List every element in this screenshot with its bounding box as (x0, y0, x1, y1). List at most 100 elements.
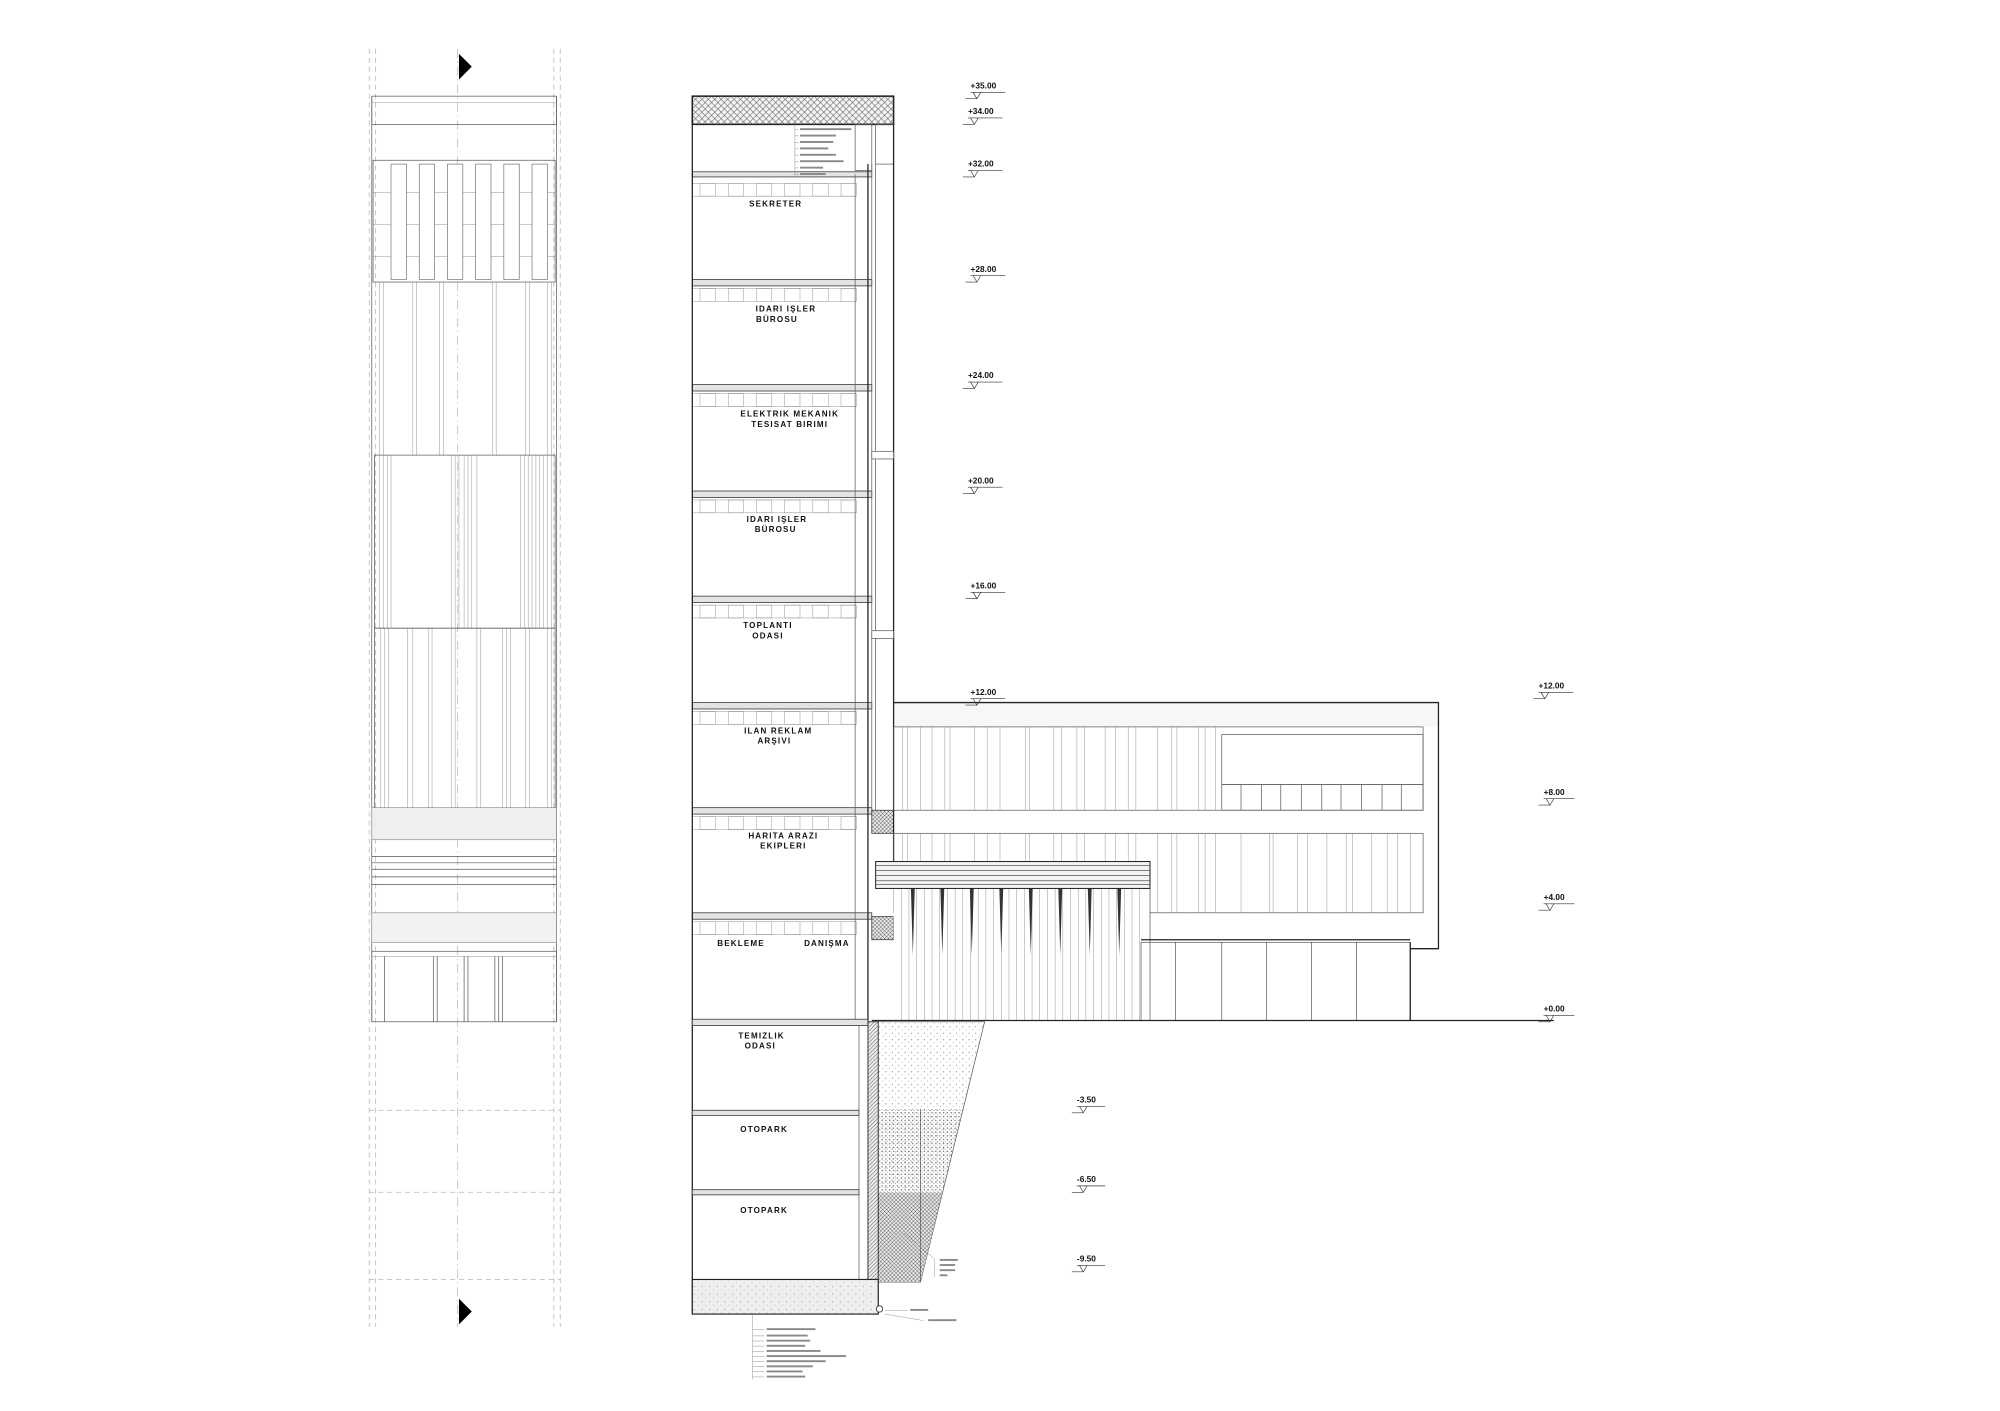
level-symbol-icon (1071, 1185, 1106, 1193)
level-marker: +24.00 (962, 370, 1003, 390)
level-label: +35.00 (971, 80, 997, 90)
suspended-ceiling-band (692, 183, 857, 197)
ceiling-panel (784, 921, 801, 935)
annotation-microtext (939, 1274, 948, 1277)
ceiling-panel (727, 288, 744, 302)
ceiling-panel (812, 604, 829, 619)
level-markers: +35.00 +34.00 +32.00 +28.00 +24.00 +20.0… (962, 80, 1575, 1273)
annotation-microtext (939, 1258, 958, 1261)
ceiling-panel (784, 816, 801, 830)
annotation-microtext (800, 173, 826, 175)
ceiling-panel (756, 288, 773, 302)
level-symbol-icon (1538, 798, 1575, 806)
level-marker: +20.00 (962, 475, 1003, 495)
ceiling-panel (756, 921, 773, 935)
facade-vent-panel (871, 630, 894, 639)
level-label: +28.00 (971, 264, 997, 274)
hanging-fin (1117, 888, 1122, 956)
ceiling-panel (840, 393, 857, 407)
level-symbol-icon (1071, 1106, 1106, 1114)
ceiling-panel (756, 604, 773, 619)
room-label: EKIPLERI (760, 842, 806, 851)
level-label: +12.00 (1538, 680, 1564, 690)
vertical-fin (418, 163, 435, 280)
level-label: +8.00 (1544, 787, 1565, 797)
level-symbol-icon (965, 698, 1006, 706)
ceiling-panel (784, 604, 801, 619)
annotation-microtext (766, 1370, 803, 1373)
ceiling-panel (840, 711, 857, 725)
room-label: TOPLANTI (743, 621, 792, 630)
room-label: ELEKTRIK MEKANIK (740, 410, 839, 419)
level-marker: -6.50 (1071, 1174, 1106, 1193)
basement-slab (691, 1109, 860, 1116)
ceiling-panel (699, 604, 716, 619)
annotation-microtext (766, 1334, 808, 1337)
ceiling-panel (727, 711, 744, 725)
ceiling-panel (784, 183, 801, 197)
section-cut-arrow-top-icon (458, 53, 472, 80)
annotation-microtext (800, 141, 834, 143)
ceiling-panel (784, 499, 801, 514)
room-label: ARŞIVI (757, 737, 791, 746)
hanging-fin (940, 888, 945, 956)
parapet-outer (875, 124, 894, 165)
podium-elevation (875, 701, 1440, 1021)
annotation-microtext (928, 1319, 957, 1322)
annotation-microtext (766, 1365, 813, 1368)
level-symbol-icon (962, 170, 1003, 178)
level-marker: +12.00 (965, 687, 1006, 706)
terrace-wall (1221, 734, 1424, 785)
ceiling-panel (812, 816, 829, 830)
hanging-fin (1058, 888, 1063, 956)
level-symbol-icon (962, 117, 1003, 125)
room-label: TESISAT BIRIMI (751, 420, 828, 429)
annotation-microtext (766, 1349, 821, 1352)
terrace-railing (1221, 784, 1424, 811)
structural-joint-block (871, 916, 894, 941)
room-label: SEKRETER (749, 199, 802, 208)
ceiling-panel (699, 816, 716, 830)
ceiling-panel (699, 183, 716, 197)
ceiling-panel (784, 393, 801, 407)
tower-section (691, 95, 895, 1315)
facade-glazing-panel (374, 627, 556, 811)
facade-spandrel-band (371, 912, 557, 943)
ceiling-panel (840, 288, 857, 302)
structural-joint-block (871, 809, 894, 834)
ceiling-panel (812, 711, 829, 725)
soil-gravel-fill (878, 1192, 943, 1283)
level-label: -3.50 (1077, 1095, 1096, 1105)
ceiling-panel (812, 393, 829, 407)
level-label: +24.00 (968, 370, 994, 380)
level-label: +0.00 (1544, 1004, 1565, 1014)
vertical-fin (475, 163, 492, 280)
facade-vent-panel (871, 450, 894, 460)
level-symbol-icon (962, 381, 1003, 390)
level-marker: +16.00 (965, 580, 1006, 600)
room-label: OTOPARK (740, 1206, 788, 1215)
level-label: -9.50 (1077, 1254, 1096, 1264)
annotation-microtext (800, 134, 836, 137)
annotation-microtext (800, 160, 844, 163)
hanging-fin (1087, 888, 1092, 956)
level-marker: +28.00 (965, 264, 1006, 283)
level-marker: +0.00 (1538, 1004, 1575, 1023)
hanging-fin (969, 888, 974, 956)
room-label: TEMIZLIK (738, 1031, 784, 1040)
floor-slab (691, 279, 873, 287)
facade-spandrel-band (371, 807, 557, 841)
annotation-microtext (766, 1344, 806, 1347)
ceiling-panel (840, 183, 857, 197)
level-marker: -9.50 (1071, 1254, 1106, 1273)
room-label: BEKLEME (717, 939, 765, 948)
suspended-ceiling-band (692, 499, 857, 514)
vertical-fin (447, 163, 464, 280)
vertical-fin (503, 163, 520, 280)
level-symbol-icon (1538, 1015, 1575, 1023)
level-symbol-icon (965, 275, 1006, 283)
level-symbol-icon (965, 91, 1006, 100)
podium-outline (893, 701, 1440, 950)
basement-slab (691, 1189, 860, 1196)
level-marker: +32.00 (962, 159, 1003, 178)
